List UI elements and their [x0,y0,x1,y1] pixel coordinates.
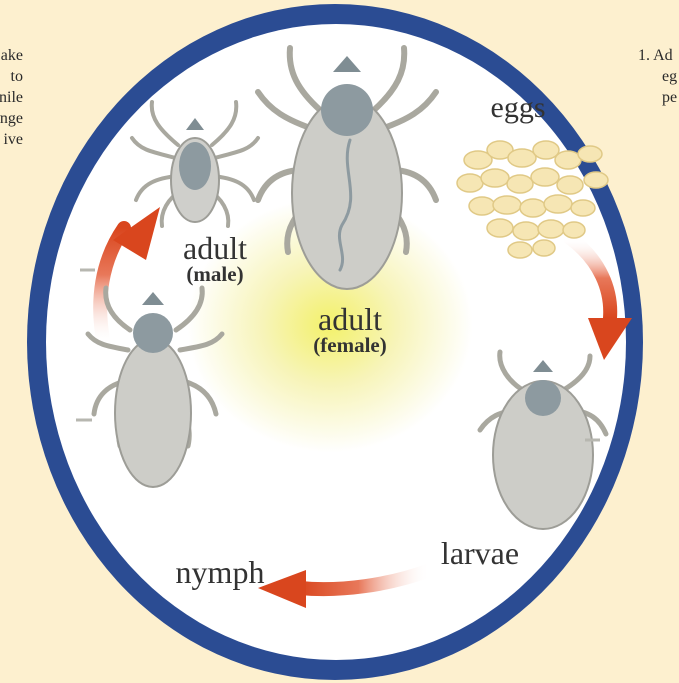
label-adult-male-sub: (male) [160,264,270,285]
label-adult-female-sub: (female) [285,335,415,356]
label-adult-female: adult (female) [285,303,415,356]
label-nymph: nymph [155,556,285,588]
label-adult-male: adult (male) [160,232,270,285]
label-adult-female-title: adult [285,303,415,335]
label-adult-male-title: adult [160,232,270,264]
label-eggs: eggs [463,93,573,123]
label-larvae: larvae [420,537,540,569]
